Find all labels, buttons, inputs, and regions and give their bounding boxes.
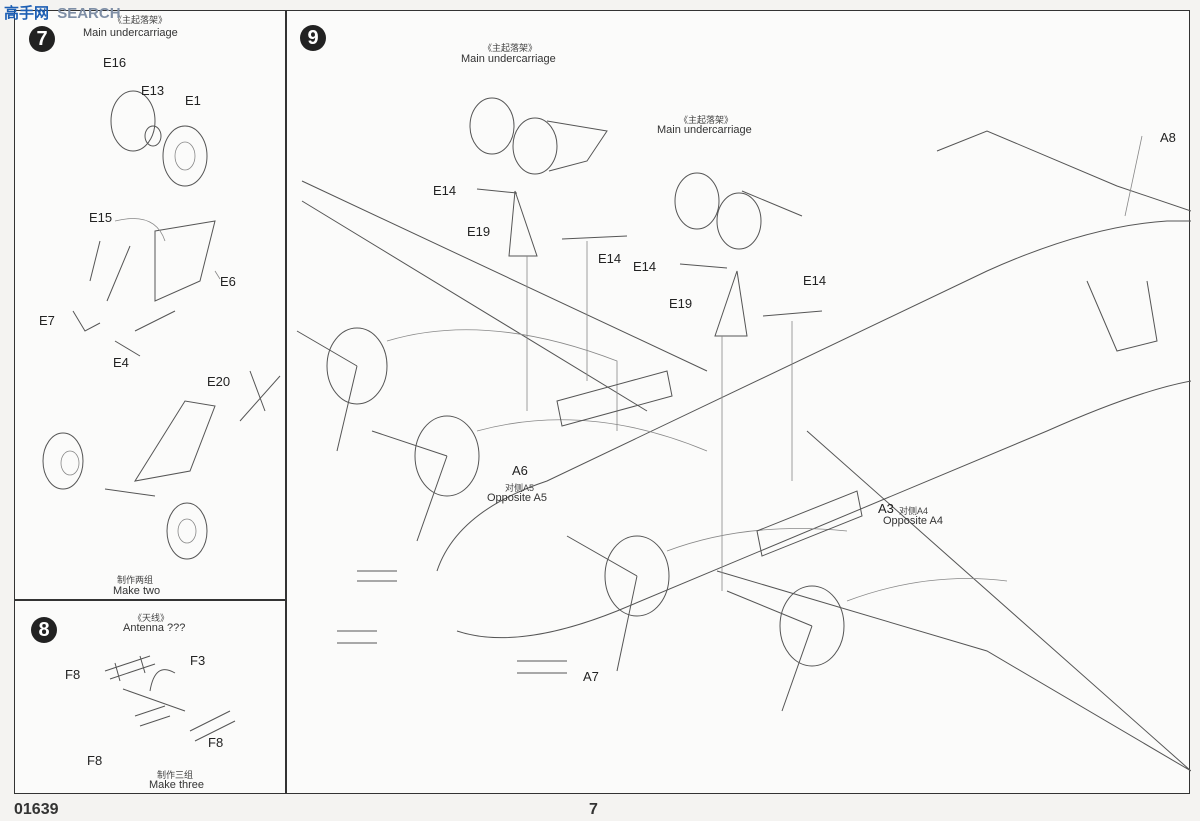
callout: Main undercarriage — [461, 53, 556, 65]
part-label: E14 — [598, 251, 622, 266]
callout: Opposite A4 — [883, 515, 943, 527]
part-label: E13 — [141, 83, 165, 98]
step-title: Main undercarriage — [83, 27, 178, 39]
callout-cn: 《主起落架》 — [679, 115, 734, 125]
part-label: F3 — [190, 653, 206, 668]
page-number: 7 — [589, 801, 598, 818]
step8-illustration — [104, 655, 236, 742]
step8-panel: 8 《天线》 Antenna ??? F8 F3 F8 F8 制作三组 Make… — [14, 600, 286, 794]
callout-cn: 《主起落架》 — [483, 43, 538, 53]
part-label: F8 — [208, 735, 224, 750]
step7-illustration — [42, 90, 281, 560]
step-title-cn: 《天线》 — [133, 613, 170, 623]
part-label: A8 — [1160, 130, 1176, 145]
step-title-cn: 《主起落架》 — [113, 15, 168, 25]
note: Make three — [149, 779, 205, 791]
watermark-text: SEARCH — [57, 5, 121, 22]
part-label: E14 — [803, 273, 827, 288]
part-label: E15 — [89, 210, 113, 225]
product-code: 01639 — [14, 801, 59, 818]
part-label: E1 — [185, 93, 201, 108]
part-label: E19 — [669, 296, 693, 311]
step-number: 9 — [300, 25, 326, 51]
part-label: F8 — [87, 753, 103, 768]
callout: Opposite A5 — [487, 492, 547, 504]
part-label: E14 — [633, 259, 657, 274]
part-label: E6 — [220, 274, 236, 289]
part-label: A3 — [878, 501, 894, 516]
step9-illustration — [296, 97, 1191, 772]
note: Make two — [113, 585, 161, 597]
step9-panel: 9 《主起落架》 Main undercarriage 《主起落架》 Main … — [286, 10, 1191, 794]
callout-cn: 对侧A5 — [505, 483, 535, 493]
part-label: E4 — [113, 355, 129, 370]
part-label: E19 — [467, 224, 491, 239]
step-title: Antenna ??? — [123, 622, 186, 634]
part-label: E16 — [103, 55, 127, 70]
part-label: F8 — [65, 667, 81, 682]
callout: Main undercarriage — [657, 124, 752, 136]
part-label: A7 — [583, 669, 599, 684]
part-label: E14 — [433, 183, 457, 198]
note-cn: 制作两组 — [117, 575, 154, 585]
step-number: 8 — [31, 617, 57, 643]
part-label: E7 — [39, 313, 55, 328]
part-label: A6 — [512, 463, 528, 478]
watermark-logo: 高手网 — [4, 5, 50, 22]
step-number: 7 — [29, 26, 55, 52]
part-label: E20 — [207, 374, 231, 389]
callout-cn: 对侧A4 — [899, 506, 929, 516]
note-cn: 制作三组 — [157, 770, 194, 780]
watermark: 高手网 SEARCH — [4, 2, 121, 23]
step7-panel: 7 《主起落架》 Main undercarriage E16 E13 E1 E… — [14, 10, 286, 600]
